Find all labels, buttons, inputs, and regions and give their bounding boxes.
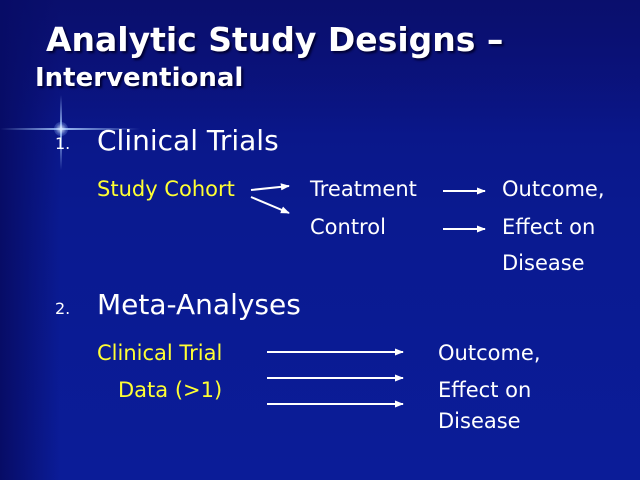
item-2-source-line-1: Clinical Trial xyxy=(97,341,223,365)
sparkle-star-icon xyxy=(54,122,68,136)
item-1-branch-control: Control xyxy=(310,215,386,239)
item-2-outcome-line-3: Disease xyxy=(438,409,521,433)
item-2-number: 2. xyxy=(55,299,71,318)
item-2-heading: Meta-Analyses xyxy=(97,288,301,321)
item-1-outcome-line-2: Effect on xyxy=(502,215,596,239)
slide-subtitle: Interventional xyxy=(35,63,244,93)
item-1-source-label: Study Cohort xyxy=(97,177,235,201)
item-1-number: 1. xyxy=(55,134,71,153)
item-1-branch-treatment: Treatment xyxy=(310,177,417,201)
background-left-band xyxy=(0,0,60,480)
sparkle-horizontal-ray xyxy=(0,128,140,130)
arrow-cohort-to-treatment xyxy=(250,183,290,191)
item-1-outcome-line-1: Outcome, xyxy=(502,177,605,201)
item-1-heading: Clinical Trials xyxy=(97,124,279,157)
item-1-outcome-line-3: Disease xyxy=(502,251,585,275)
background-top-glow xyxy=(0,0,640,135)
item-2-outcome-line-2: Effect on xyxy=(438,378,532,402)
arrow-cohort-to-control xyxy=(250,196,290,214)
slide-title: Analytic Study Designs – xyxy=(46,20,504,59)
item-2-source-line-2: Data (>1) xyxy=(118,378,223,402)
item-2-outcome-line-1: Outcome, xyxy=(438,341,541,365)
